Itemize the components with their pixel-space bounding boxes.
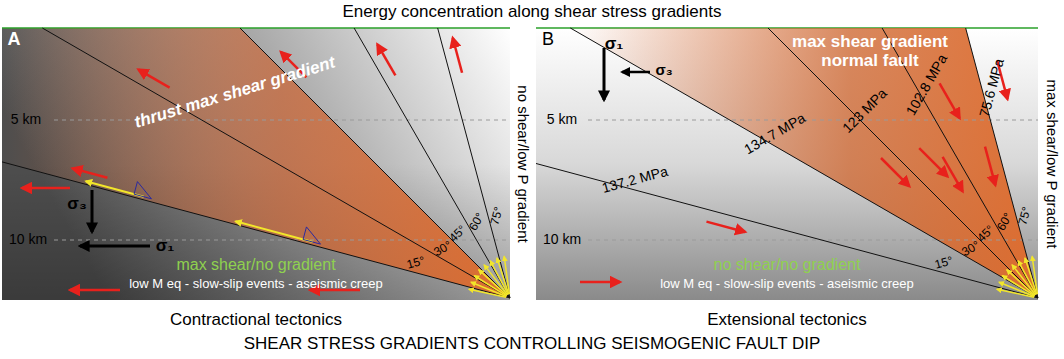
stress-symbol: σ₃ — [655, 62, 672, 79]
panel-caption: Extensional tectonics — [707, 311, 867, 330]
fault-lines — [2, 28, 1038, 298]
note: low M eq - slow-slip events - aseismic c… — [129, 277, 383, 291]
panel-a — [2, 28, 510, 300]
panel-b — [536, 28, 1038, 300]
depth-label: 5 km — [547, 112, 577, 127]
side-label: no shear/low P gradient — [515, 85, 532, 242]
stress-symbol: σ₃ — [67, 195, 87, 214]
panel-caption: Contractional tectonics — [170, 311, 342, 330]
depth-label: 5 km — [11, 112, 41, 127]
depth-label: 10 km — [9, 232, 47, 247]
note: low M eq - slow-slip events - aseismic c… — [660, 277, 914, 291]
zone-label: max shear/no gradient — [176, 256, 335, 274]
panel-letter: B — [542, 30, 554, 50]
zone-label: no shear/no gradient — [714, 256, 861, 274]
figure-caption: SHEAR STRESS GRADIENTS CONTROLLING SEISM… — [244, 335, 821, 354]
figure-title: Energy concentration along shear stress … — [343, 3, 722, 22]
depth-label: 10 km — [543, 232, 581, 247]
stress-arrows — [80, 48, 650, 246]
stress-symbol: σ₁ — [605, 35, 624, 54]
side-label: max shear/low P gradient — [1044, 80, 1061, 249]
panel-letter: A — [8, 30, 21, 50]
stress-symbol: σ₁ — [156, 237, 175, 256]
